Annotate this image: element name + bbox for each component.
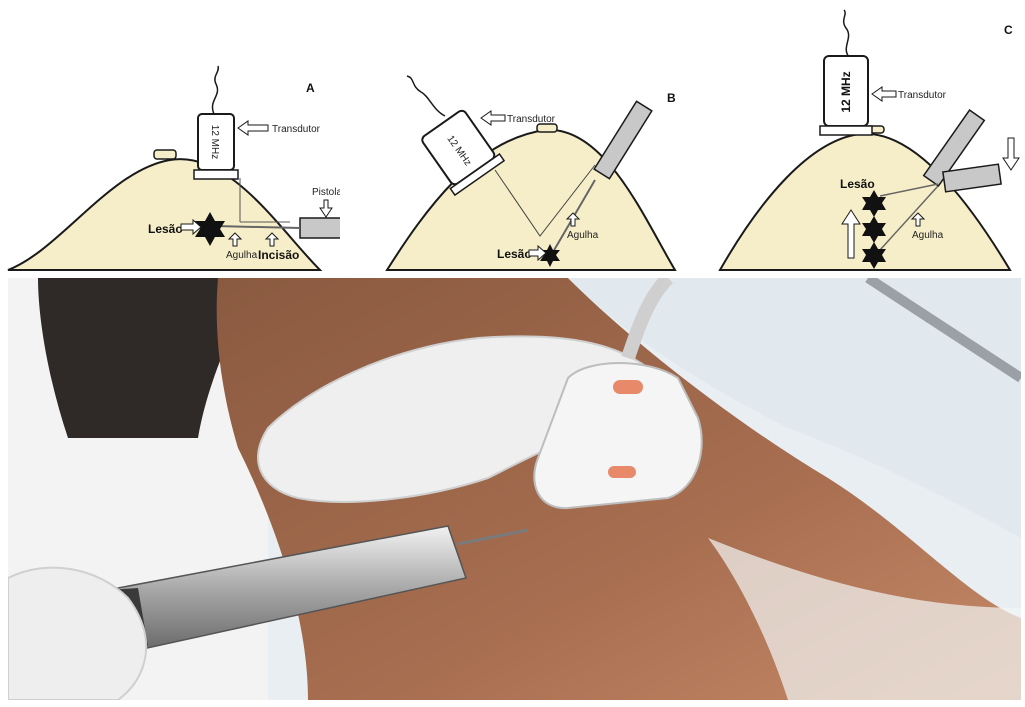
transducer-frequency: 12 MHz [839,71,853,112]
gun-label: Pistola [312,187,340,198]
biopsy-gun [594,101,652,178]
incision-label: Incisão [258,248,299,262]
transducer-arrow-icon [238,121,268,135]
transducer-frequency: 12 MHz [209,125,220,159]
panel-b-diagram: 12 MHz Transdutor B Lesão Agulha [345,0,685,278]
procedure-photo [8,278,1021,700]
panel-letter: A [306,81,315,95]
needle-label: Agulha [226,250,258,261]
transducer-cable [407,76,445,116]
probe-indicator-2 [608,466,636,478]
transducer-label: Transdutor [507,114,556,125]
panel-a-diagram: 12 MHz Transdutor A Pistola Lesão Agulha… [0,0,340,278]
transducer-cable [212,66,218,114]
gun-arrow-icon [320,200,332,217]
lesion-label: Lesão [840,177,875,191]
needle-label: Agulha [912,230,944,241]
nipple-marker [154,150,176,159]
transducer-arrow-icon [481,111,505,125]
transducer-arrow-icon [872,87,896,101]
lesion-label: Lesão [497,247,532,261]
transducer-label: Transdutor [272,124,321,135]
panel-c-diagram: 12 MHz Transdutor C Lesão Agulha [690,0,1025,278]
transducer-label: Transdutor [898,90,947,101]
needle-label: Agulha [567,230,599,241]
down-arrow-icon [1003,138,1019,170]
transducer-cable [844,10,850,58]
lesion-label: Lesão [148,222,183,236]
probe-indicator [613,380,643,394]
transducer-base [194,170,238,179]
panel-letter: B [667,91,676,105]
biopsy-gun [300,218,340,238]
transducer-base [820,126,872,135]
panel-letter: C [1004,23,1013,37]
nipple-marker [537,124,557,132]
